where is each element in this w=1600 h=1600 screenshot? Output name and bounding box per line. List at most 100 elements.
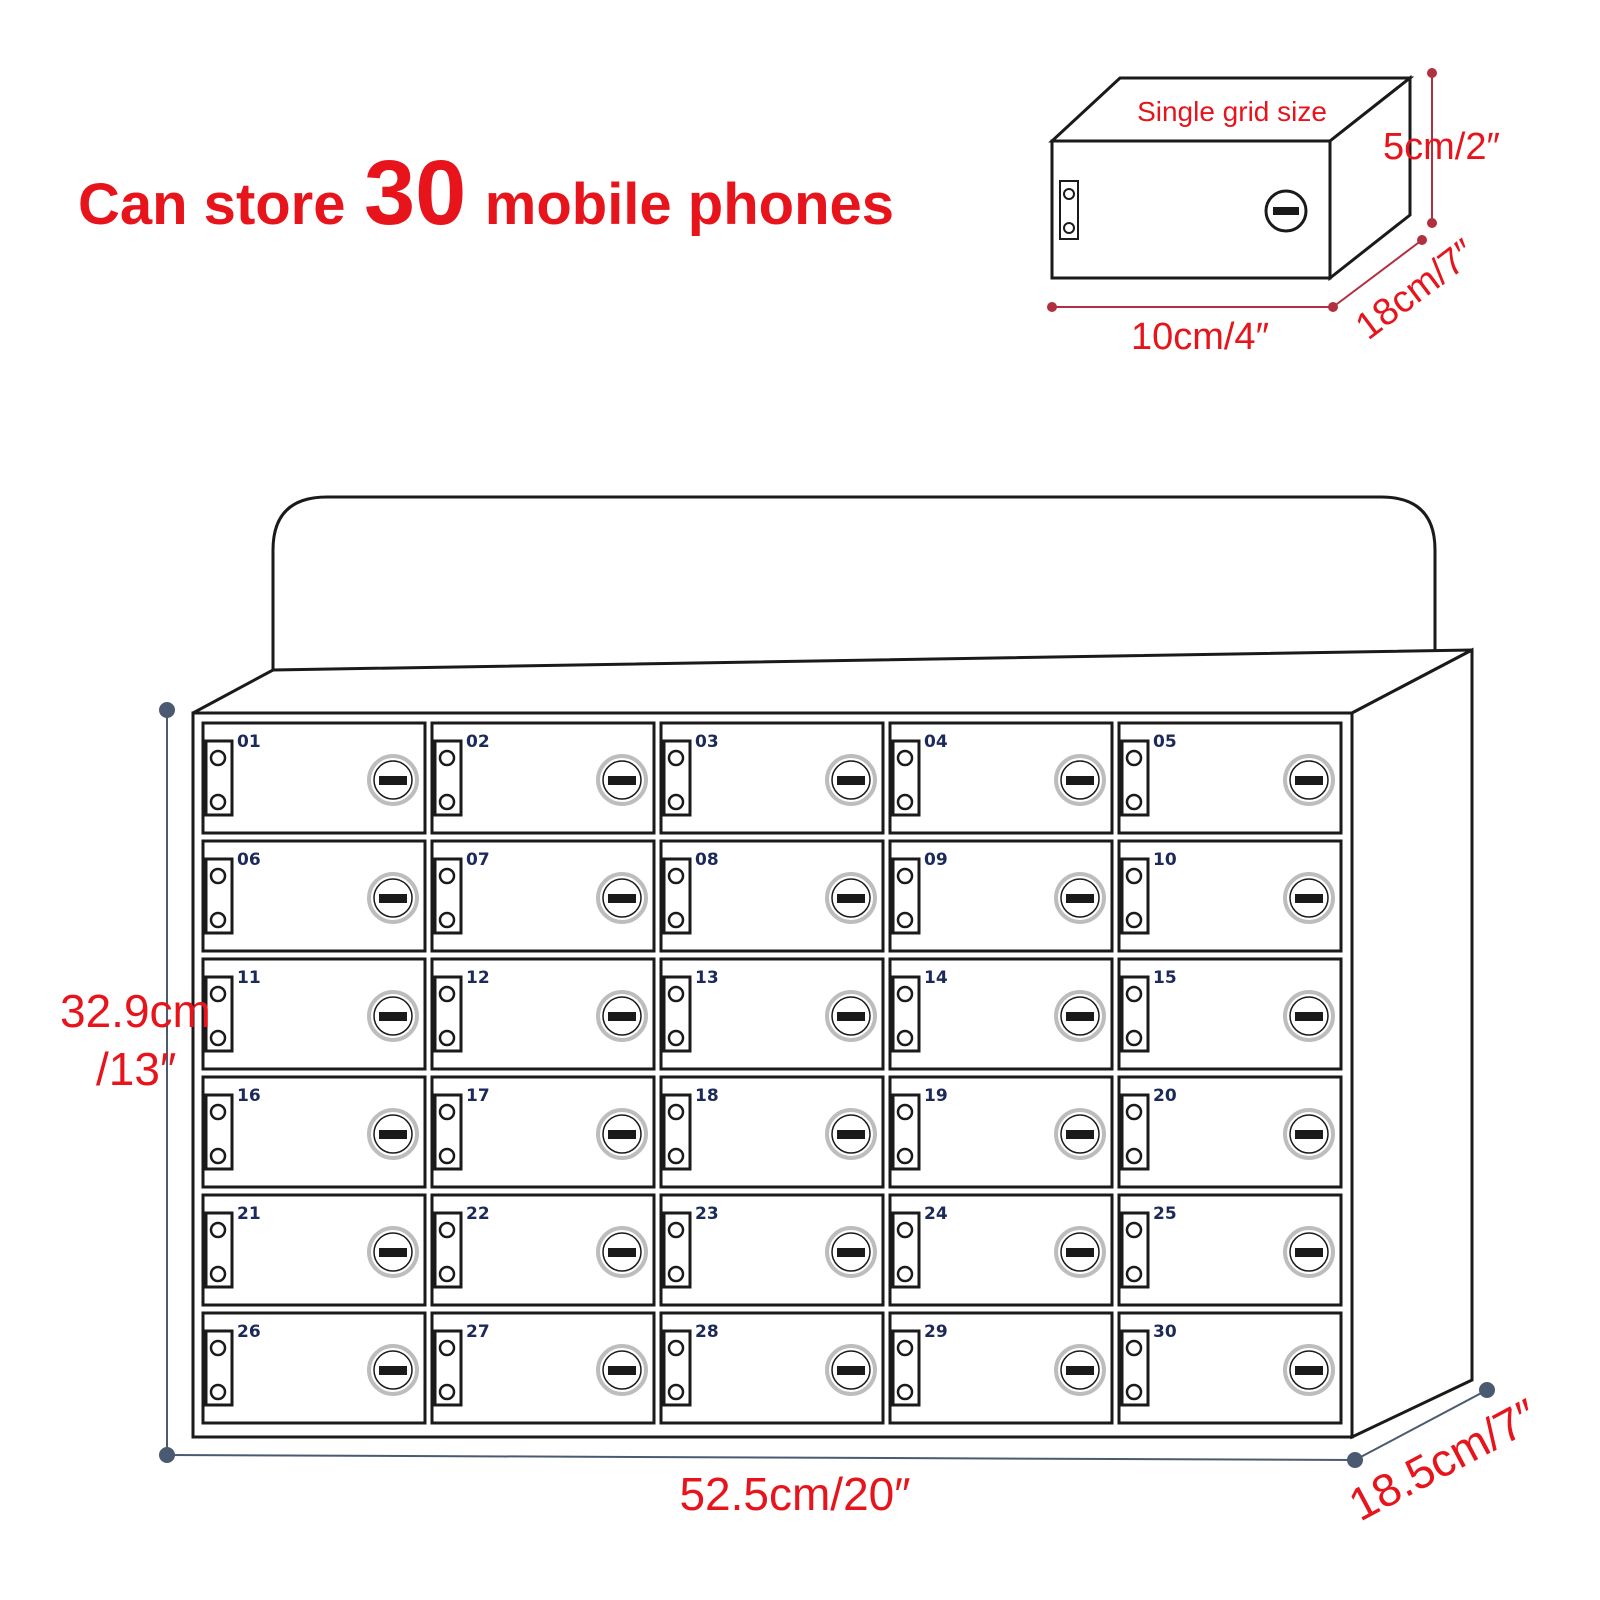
lock-slot (1295, 776, 1323, 785)
hinge-hole-icon (667, 985, 685, 1003)
hinge-hole-icon (1125, 793, 1143, 811)
cabinet-width-label: 52.5cm/20″ (679, 1468, 910, 1520)
compartment-door: 02 (430, 721, 656, 835)
compartment-door: 22 (430, 1193, 656, 1307)
compartment-hinge (891, 739, 921, 817)
compartment-number: 26 (237, 1322, 261, 1342)
lock-slot (608, 1366, 636, 1375)
compartment-door: 01 (201, 721, 427, 835)
hinge-hole-icon (209, 1265, 227, 1283)
hinge-hole-icon (667, 1147, 685, 1165)
compartment-number: 07 (466, 850, 490, 870)
compartment-door: 18 (659, 1075, 885, 1189)
compartment-number: 20 (1153, 1086, 1177, 1106)
hinge-hole-icon (209, 1029, 227, 1047)
lock-slot (1066, 1012, 1094, 1021)
lock-slot (1066, 1366, 1094, 1375)
compartment-number: 25 (1153, 1204, 1177, 1224)
compartment-number: 18 (695, 1086, 719, 1106)
hinge-hole-icon (438, 1339, 456, 1357)
hinge-hole-icon (1125, 911, 1143, 929)
hinge-hole-icon (667, 1265, 685, 1283)
lock-slot (608, 1130, 636, 1139)
hinge-hole-icon (667, 867, 685, 885)
hinge-hole-icon (667, 1339, 685, 1357)
compartment-number: 08 (695, 850, 719, 870)
compartment-hinge (433, 1329, 463, 1407)
compartment-hinge (891, 1211, 921, 1289)
hinge-hole-icon (209, 867, 227, 885)
compartment-hinge (891, 1093, 921, 1171)
compartment-door: 15 (1117, 957, 1343, 1071)
lock-slot (379, 1366, 407, 1375)
compartment-number: 27 (466, 1322, 490, 1342)
hinge-hole-icon (209, 793, 227, 811)
lock-slot (608, 1248, 636, 1257)
hinge-hole-icon (438, 911, 456, 929)
hinge-hole-icon (209, 1339, 227, 1357)
hinge-hole-icon (1125, 1383, 1143, 1401)
single-grid-dimensions (1047, 68, 1437, 312)
hinge-hole-icon (438, 1265, 456, 1283)
hinge-hole-icon (209, 1103, 227, 1121)
hinge-hole-icon (667, 749, 685, 767)
compartment-hinge (433, 857, 463, 935)
compartment-door: 19 (888, 1075, 1114, 1189)
compartment-door: 12 (430, 957, 656, 1071)
hinge-hole-icon (896, 1339, 914, 1357)
lock-slot (1066, 1248, 1094, 1257)
compartment-door: 11 (201, 957, 427, 1071)
lock-slot (1295, 1130, 1323, 1139)
compartment-hinge (433, 739, 463, 817)
compartment-hinge (1120, 739, 1150, 817)
lock-slot (608, 776, 636, 785)
hinge-hole-icon (667, 1383, 685, 1401)
lock-slot (837, 1012, 865, 1021)
lock-slot (1295, 1248, 1323, 1257)
compartment-door: 29 (888, 1311, 1114, 1425)
compartment-frame (430, 1311, 656, 1425)
compartment-number: 04 (924, 732, 948, 752)
hinge-hole-icon (209, 1221, 227, 1239)
hinge-hole-icon (1125, 1103, 1143, 1121)
hinge-hole-icon (209, 749, 227, 767)
compartment-door: 08 (659, 839, 885, 953)
hinge-hole-icon (209, 1147, 227, 1165)
hinge-hole-icon (896, 1103, 914, 1121)
hinge-hole-icon (1125, 749, 1143, 767)
compartment-door: 03 (659, 721, 885, 835)
hinge-hole-icon (896, 1265, 914, 1283)
compartment-hinge (662, 1211, 692, 1289)
compartment-number: 17 (466, 1086, 490, 1106)
hinge-hole-icon (209, 1383, 227, 1401)
hinge-hole-icon (438, 985, 456, 1003)
hinge-hole-icon (1125, 1029, 1143, 1047)
grid-box-lock-slot (1273, 207, 1299, 215)
compartment-hinge (1120, 1093, 1150, 1171)
compartment-door: 05 (1117, 721, 1343, 835)
hinge-hole-icon (438, 793, 456, 811)
lock-slot (837, 894, 865, 903)
compartment-number: 22 (466, 1204, 490, 1224)
compartment-door: 07 (430, 839, 656, 953)
hinge-hole-icon (1125, 1221, 1143, 1239)
single-grid-box (1048, 74, 1415, 282)
lock-slot (1066, 776, 1094, 785)
compartment-door: 30 (1117, 1311, 1343, 1425)
lock-slot (837, 776, 865, 785)
compartment-number: 28 (695, 1322, 719, 1342)
cabinet-backboard (271, 495, 1437, 670)
compartment-frame (1117, 1311, 1343, 1425)
lock-slot (1066, 1130, 1094, 1139)
compartment-hinge (204, 857, 234, 935)
compartment-hinge (1120, 1329, 1150, 1407)
lock-slot (379, 1012, 407, 1021)
compartment-number: 23 (695, 1204, 719, 1224)
lock-slot (837, 1366, 865, 1375)
hinge-hole-icon (896, 749, 914, 767)
hinge-hole-icon (1125, 867, 1143, 885)
hinge-hole-icon (667, 911, 685, 929)
lock-slot (379, 1130, 407, 1139)
compartment-hinge (1120, 1211, 1150, 1289)
